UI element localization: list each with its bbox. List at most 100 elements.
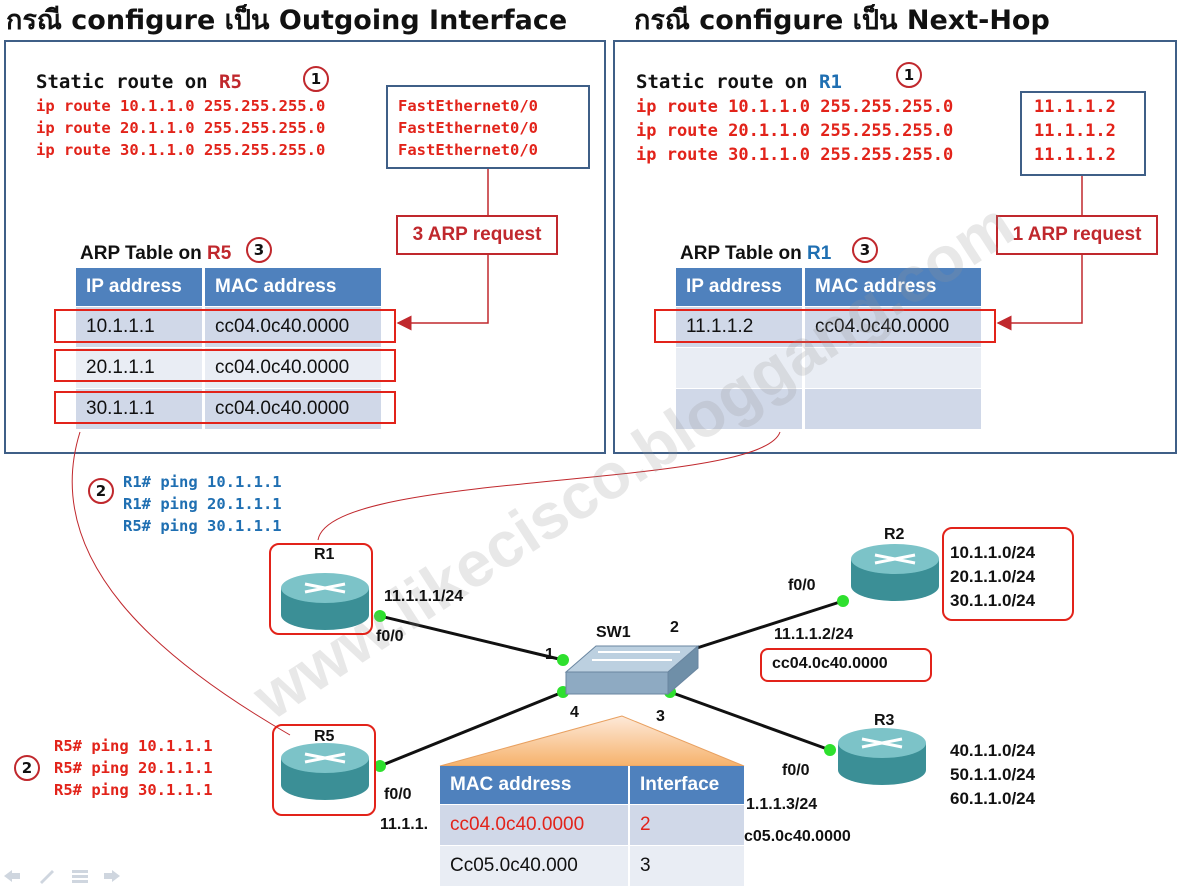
mac-table-cell: 3 bbox=[630, 846, 744, 886]
switch-mac-table: MAC address Interface cc04.0c40.0000 2 C… bbox=[440, 766, 744, 886]
mac-table-cell: cc04.0c40.0000 bbox=[440, 805, 628, 845]
right-next-hop-2: 11.1.1.2 bbox=[1034, 121, 1116, 141]
sw1-port-4: 4 bbox=[570, 704, 579, 721]
left-route-1: ip route 10.1.1.0 255.255.255.0 bbox=[36, 97, 326, 115]
right-route-3: ip route 30.1.1.0 255.255.255.0 bbox=[636, 145, 954, 165]
left-arp-row-highlight-2 bbox=[54, 349, 396, 382]
sw1-port-2: 2 bbox=[670, 619, 679, 636]
ping-r5-line-2: R5# ping 20.1.1.1 bbox=[54, 759, 213, 777]
r2-mac-label: cc04.0c40.0000 bbox=[772, 655, 888, 672]
r3-label: R3 bbox=[874, 712, 895, 729]
left-arp-header-mac: MAC address bbox=[205, 268, 381, 306]
right-static-heading: Static route on R1 bbox=[636, 70, 842, 94]
right-next-hop-3: 11.1.1.2 bbox=[1034, 145, 1116, 165]
r3-network-2: 50.1.1.0/24 bbox=[950, 765, 1036, 784]
left-interface-box bbox=[386, 85, 590, 169]
mac-table-header-mac: MAC address bbox=[440, 766, 628, 804]
link-sw1-r2 bbox=[671, 599, 844, 658]
r1-to-right-arp-curve bbox=[317, 431, 781, 541]
left-arp-row-highlight-3 bbox=[54, 391, 396, 424]
router-icon bbox=[281, 573, 369, 630]
mac-table-cell: 2 bbox=[630, 805, 744, 845]
left-route-3: ip route 30.1.1.0 255.255.255.0 bbox=[36, 141, 326, 159]
r5-iface-label: f0/0 bbox=[384, 786, 412, 803]
mac-table-cell: Cc05.0c40.000 bbox=[440, 846, 628, 886]
left-static-router: R5 bbox=[219, 71, 242, 93]
ping-r5-line-3: R5# ping 30.1.1.1 bbox=[54, 781, 213, 799]
ping-r1-line-2: R1# ping 20.1.1.1 bbox=[123, 495, 282, 513]
right-arp-header-ip: IP address bbox=[676, 268, 802, 306]
r1-ip-label: 11.1.1.1/24 bbox=[384, 588, 464, 605]
right-arp-title: ARP Table on R1 bbox=[680, 242, 831, 266]
r2-iface-label: f0/0 bbox=[788, 577, 816, 594]
r1-iface-label: f0/0 bbox=[376, 628, 404, 645]
left-interface-3: FastEthernet0/0 bbox=[398, 141, 538, 159]
right-step-1-badge: 1 bbox=[896, 62, 922, 88]
r3-ip-label: 1.1.1.3/24 bbox=[746, 796, 818, 813]
r5-label: R5 bbox=[314, 728, 335, 745]
ping-r1-line-3: R5# ping 30.1.1.1 bbox=[123, 517, 282, 535]
right-arp-header-mac: MAC address bbox=[805, 268, 981, 306]
r5-highlight bbox=[272, 724, 376, 816]
left-static-heading: Static route on R5 bbox=[36, 70, 242, 94]
right-arp-cell: 11.1.1.2 bbox=[676, 307, 802, 347]
r1-highlight bbox=[269, 543, 373, 635]
mac-table-header-interface: Interface bbox=[630, 766, 744, 804]
slideshow-nav-icons bbox=[4, 870, 120, 884]
right-next-hop-1: 11.1.1.2 bbox=[1034, 97, 1116, 117]
left-arp-title-router: R5 bbox=[207, 243, 232, 264]
sw1-port-3: 3 bbox=[656, 708, 665, 725]
right-arp-request-box: 1 ARP request bbox=[996, 215, 1158, 255]
right-arp-cell bbox=[676, 348, 802, 388]
left-arp-to-r5-curve bbox=[71, 431, 291, 736]
right-arp-cell: cc04.0c40.0000 bbox=[805, 307, 981, 347]
r3-mac-label: c05.0c40.0000 bbox=[744, 828, 851, 845]
r2-network-3: 30.1.1.0/24 bbox=[950, 591, 1036, 610]
right-route-2: ip route 20.1.1.0 255.255.255.0 bbox=[636, 121, 954, 141]
left-arp-cell: 10.1.1.1 bbox=[76, 307, 202, 347]
left-route-2: ip route 20.1.1.0 255.255.255.0 bbox=[36, 119, 326, 137]
left-interface-1: FastEthernet0/0 bbox=[398, 97, 538, 115]
right-arp-title-router: R1 bbox=[807, 243, 832, 264]
r2-ip-label: 11.1.1.2/24 bbox=[774, 626, 854, 643]
r5-ip-label: 11.1.1. bbox=[380, 816, 429, 833]
right-arp-table: IP address MAC address 11.1.1.2 cc04.0c4… bbox=[676, 268, 981, 429]
sw1-label: SW1 bbox=[596, 624, 631, 641]
router-icon bbox=[281, 743, 369, 800]
left-arp-title-label: ARP Table on bbox=[80, 243, 208, 264]
r1-label: R1 bbox=[314, 546, 335, 563]
ping-r5-line-1: R5# ping 10.1.1.1 bbox=[54, 737, 213, 755]
link-r1-sw1 bbox=[379, 614, 564, 662]
left-step-1-badge: 1 bbox=[303, 66, 329, 92]
left-step-3-badge: 3 bbox=[246, 237, 272, 263]
left-arp-header-ip: IP address bbox=[76, 268, 202, 306]
ping-r1-line-1: R1# ping 10.1.1.1 bbox=[123, 473, 282, 491]
switch-icon bbox=[564, 644, 700, 696]
right-route-1: ip route 10.1.1.0 255.255.255.0 bbox=[636, 97, 954, 117]
link-sw1-r5 bbox=[379, 690, 564, 768]
r3-network-1: 40.1.1.0/24 bbox=[950, 741, 1036, 760]
left-arp-request-box: 3 ARP request bbox=[396, 215, 558, 255]
link-sw1-r3 bbox=[669, 690, 831, 752]
r2-network-1: 10.1.1.0/24 bbox=[950, 543, 1036, 562]
right-next-hop-box bbox=[1020, 91, 1146, 176]
right-arp-title-label: ARP Table on bbox=[680, 243, 808, 264]
r3-network-3: 60.1.1.0/24 bbox=[950, 789, 1036, 808]
sw1-port-1: 1 bbox=[545, 646, 554, 663]
ping-r5-step-badge: 2 bbox=[14, 755, 40, 781]
router-icon bbox=[851, 544, 939, 601]
r2-mac-box bbox=[760, 648, 932, 682]
right-step-3-badge: 3 bbox=[852, 237, 878, 263]
right-static-router: R1 bbox=[819, 71, 842, 93]
left-interface-2: FastEthernet0/0 bbox=[398, 119, 538, 137]
right-arp-arrow bbox=[998, 176, 1083, 323]
right-arp-cell bbox=[805, 389, 981, 429]
right-static-label: Static route on bbox=[636, 71, 820, 93]
left-arp-cell: cc04.0c40.0000 bbox=[205, 307, 381, 347]
left-static-label: Static route on bbox=[36, 71, 220, 93]
r2-label: R2 bbox=[884, 526, 905, 543]
left-arp-arrow bbox=[398, 169, 489, 323]
right-arp-cell bbox=[805, 348, 981, 388]
left-title: กรณี configure เป็น Outgoing Interface bbox=[6, 5, 568, 36]
